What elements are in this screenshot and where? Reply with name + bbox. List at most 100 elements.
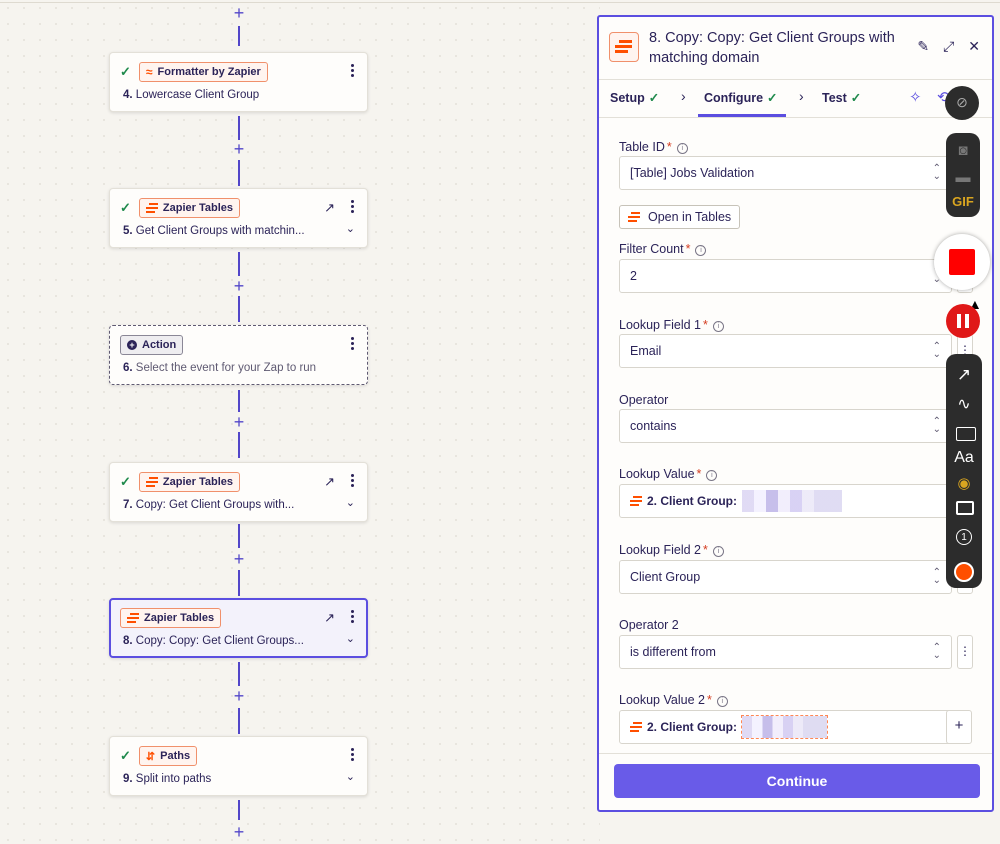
tab-test[interactable]: Test✓ — [822, 90, 861, 105]
operator-2-label: Operator 2 — [619, 618, 679, 632]
mapped-field-pill[interactable]: 2. Client Group: — [630, 715, 828, 739]
step-card-6[interactable]: + Action 6. Select the event for your Za… — [109, 325, 368, 385]
check-icon: ✓ — [120, 748, 131, 763]
add-step-plus-icon[interactable]: + — [233, 822, 245, 842]
add-step-plus-icon[interactable]: + — [233, 3, 245, 23]
more-menu-icon[interactable] — [351, 748, 355, 763]
step-title-text: Lowercase Client Group — [135, 89, 260, 101]
chevron-down-icon[interactable]: ⌄ — [345, 497, 355, 509]
more-menu-icon[interactable] — [351, 64, 355, 79]
open-external-icon[interactable]: ↗ — [324, 610, 335, 625]
record-stop-button[interactable] — [934, 234, 990, 290]
select-value: Email — [630, 344, 662, 358]
add-step-plus-icon[interactable]: + — [233, 139, 245, 159]
lookup-value-2-input[interactable]: 2. Client Group: — [619, 710, 952, 744]
pause-button[interactable] — [946, 304, 980, 338]
open-external-icon[interactable]: ↗ — [324, 200, 335, 215]
zapier-tables-icon — [628, 211, 640, 223]
app-badge: Zapier Tables — [138, 198, 241, 218]
continue-button[interactable]: Continue — [614, 764, 980, 798]
open-in-tables-button[interactable]: Open in Tables — [619, 205, 741, 229]
tab-label: Setup — [610, 91, 645, 105]
panel-footer: Continue — [599, 753, 992, 810]
more-menu-icon[interactable] — [351, 200, 355, 215]
step-card-9[interactable]: ✓ ⇵ Paths 9. Split into paths ⌄ — [109, 736, 368, 796]
add-step-plus-icon[interactable]: + — [233, 549, 245, 569]
operator-2-select[interactable]: is different from ⌃⌄ — [619, 635, 952, 669]
chevron-down-icon[interactable]: ⌄ — [345, 223, 355, 235]
chevron-down-icon[interactable]: ⌄ — [345, 633, 355, 645]
operator-select[interactable]: contains ⌃⌄ — [619, 409, 952, 443]
field-options-button[interactable]: ⋮ — [957, 635, 973, 669]
panel-step-number: 8. — [649, 30, 662, 46]
camera-icon[interactable]: ◙ — [958, 142, 968, 159]
step-card-8[interactable]: Zapier Tables 8. Copy: Copy: Get Client … — [109, 598, 368, 658]
step-card-4[interactable]: ✓ ≈ Formatter by Zapier 4. Lowercase Cli… — [109, 52, 368, 112]
required-mark: * — [685, 242, 691, 256]
more-menu-icon[interactable] — [351, 337, 355, 352]
close-icon[interactable]: ✕ — [968, 38, 980, 54]
config-form: Table ID*i [Table] Jobs Validation ⌃⌄ Op… — [599, 118, 992, 756]
info-icon[interactable]: i — [712, 321, 724, 332]
connector — [238, 116, 240, 140]
ai-sparkle-icon[interactable]: ✧ — [909, 89, 922, 106]
app-name: Zapier Tables — [162, 202, 234, 214]
step-card-5[interactable]: ✓ Zapier Tables 5. Get Client Groups wit… — [109, 188, 368, 248]
text-tool-icon[interactable]: Aa — [954, 449, 974, 466]
more-menu-icon[interactable] — [351, 474, 355, 489]
tab-configure[interactable]: Configure✓ — [704, 90, 778, 105]
chevron-down-icon[interactable]: ⌄ — [345, 771, 355, 783]
insert-data-plus-button[interactable]: + — [946, 710, 972, 744]
table-id-select[interactable]: [Table] Jobs Validation ⌃⌄ — [619, 156, 952, 190]
mapped-field-pill[interactable]: 2. Client Group: — [630, 490, 842, 512]
add-step-plus-icon[interactable]: + — [233, 276, 245, 296]
gif-icon[interactable]: GIF — [952, 194, 974, 209]
info-icon[interactable]: i — [706, 470, 718, 481]
filter-count-label: Filter Count*i — [619, 242, 707, 256]
step-header: ✓ Zapier Tables — [120, 198, 241, 218]
info-icon[interactable]: i — [695, 245, 707, 256]
step-number: 7. — [123, 499, 133, 511]
open-external-icon[interactable]: ↗ — [324, 474, 335, 489]
recorder-mute-toggle[interactable]: ⊘ — [945, 86, 979, 120]
pen-tool-icon[interactable]: ∿ — [957, 396, 971, 413]
video-camera-icon[interactable]: ▬ — [955, 169, 971, 186]
lookup-field-1-select[interactable]: Email ⌃⌄ — [619, 334, 952, 368]
required-mark: * — [703, 318, 708, 332]
tab-label: Test — [822, 91, 847, 105]
app-name: Paths — [160, 750, 191, 762]
add-step-plus-icon[interactable]: + — [233, 686, 245, 706]
expand-icon[interactable]: ⤢ — [943, 38, 955, 54]
tab-setup[interactable]: Setup✓ — [610, 90, 659, 105]
color-picker-icon[interactable] — [954, 562, 974, 582]
filter-count-select[interactable]: 2 ⌃⌄ — [619, 259, 952, 293]
recorder-capture-panel: ◙ ▬ GIF — [946, 133, 980, 217]
updown-chevron-icon: ⌃⌄ — [932, 163, 941, 182]
info-icon[interactable]: i — [712, 546, 724, 557]
step-number: 5. — [123, 225, 133, 237]
add-step-plus-icon[interactable]: + — [233, 412, 245, 432]
table-id-label: Table ID*i — [619, 140, 688, 154]
rectangle-tool-icon[interactable] — [956, 427, 976, 441]
step-card-7[interactable]: ✓ Zapier Tables 7. Copy: Get Client Grou… — [109, 462, 368, 522]
step-counter-tool-icon[interactable]: 1 — [956, 529, 972, 545]
hide-eye-icon[interactable]: ◉ — [957, 475, 971, 492]
step-title-text: Split into paths — [135, 773, 212, 785]
redacted-value — [741, 715, 828, 739]
mic-off-icon: ⊘ — [956, 94, 968, 110]
step-number: 9. — [123, 773, 133, 785]
lookup-field-2-select[interactable]: Client Group ⌃⌄ — [619, 560, 952, 594]
info-icon[interactable]: i — [676, 143, 688, 154]
select-value: 2 — [630, 269, 637, 283]
step-header: ✓ ⇵ Paths — [120, 746, 198, 766]
arrow-tool-icon[interactable]: ↗ — [956, 365, 972, 384]
paths-icon: ⇵ — [145, 750, 156, 763]
check-icon: ✓ — [850, 91, 862, 105]
lookup-value-input[interactable]: 2. Client Group: — [619, 484, 952, 518]
connector — [238, 800, 240, 820]
edit-pencil-icon[interactable]: ✎ — [917, 38, 930, 54]
action-badge: + Action — [120, 335, 184, 355]
more-menu-icon[interactable] — [351, 610, 355, 625]
highlight-box-tool-icon[interactable] — [956, 501, 974, 515]
info-icon[interactable]: i — [716, 696, 728, 707]
